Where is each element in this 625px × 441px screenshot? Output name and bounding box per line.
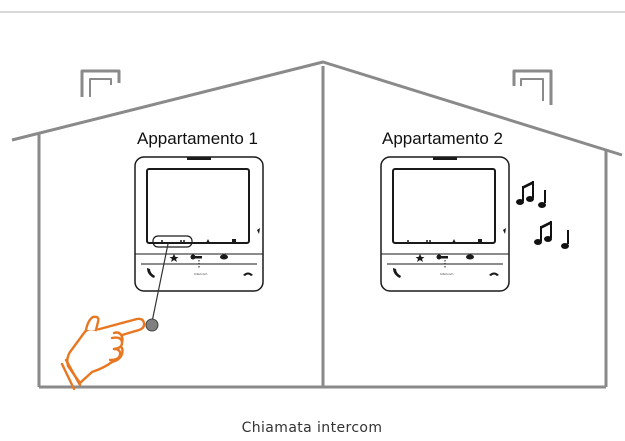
- eye-icon: [220, 254, 228, 260]
- chimney-left: [80, 69, 121, 97]
- key-icon-head: [436, 254, 442, 260]
- star-icon: [415, 254, 425, 262]
- hangup-icon: [489, 272, 499, 276]
- bell-icon: [161, 240, 163, 242]
- monitor-2-screen: [392, 168, 496, 244]
- monitor-2-button-row: [407, 228, 506, 243]
- side-mark-icon: [257, 228, 260, 234]
- monitor-1: Intercom: [134, 156, 264, 292]
- roof: [11, 60, 623, 157]
- monitor-1-intercom-key: [152, 235, 193, 248]
- hangup-icon: [243, 272, 253, 276]
- music-notes-lower: [534, 221, 569, 249]
- monitor-2-intercom-text: Intercom: [440, 272, 453, 276]
- phone-icon: [147, 268, 155, 278]
- chimney-right: [512, 69, 553, 105]
- monitor-1-body: [134, 156, 264, 292]
- music-notes-upper: [516, 181, 546, 208]
- phone-icon: [393, 268, 401, 278]
- dot-icon: [429, 240, 431, 242]
- pointing-hand-icon: [60, 315, 146, 391]
- dot-icon: [426, 240, 428, 242]
- monitor-2: Intercom: [380, 156, 510, 292]
- triangle-icon: [206, 239, 210, 243]
- chimney-right-inner: [520, 78, 544, 101]
- grid-icon: [232, 239, 236, 243]
- chimney-left-inner: [89, 78, 112, 97]
- dot-icon: [183, 240, 185, 242]
- caption: Chiamata intercom: [242, 420, 383, 436]
- monitor-2-body: [380, 156, 510, 292]
- monitor-1-intercom-text: Intercom: [194, 272, 207, 276]
- house: [11, 60, 623, 389]
- eye-icon: [466, 254, 474, 260]
- side-mark-icon: [503, 228, 506, 234]
- triangle-icon: [452, 239, 456, 243]
- music-notes-icon: [516, 181, 569, 249]
- apartment-2-label: Appartamento 2: [382, 129, 503, 148]
- monitor-1-button-row: [161, 228, 260, 243]
- dot-icon: [180, 240, 182, 242]
- star-icon: [169, 254, 179, 262]
- button-dot: [145, 318, 159, 332]
- apartment-1-label: Appartamento 1: [137, 129, 258, 148]
- grid-icon: [478, 239, 482, 243]
- key-icon-head: [190, 254, 196, 260]
- bell-icon: [407, 240, 409, 242]
- pointer-line: [151, 243, 169, 323]
- monitor-1-screen: [146, 168, 250, 244]
